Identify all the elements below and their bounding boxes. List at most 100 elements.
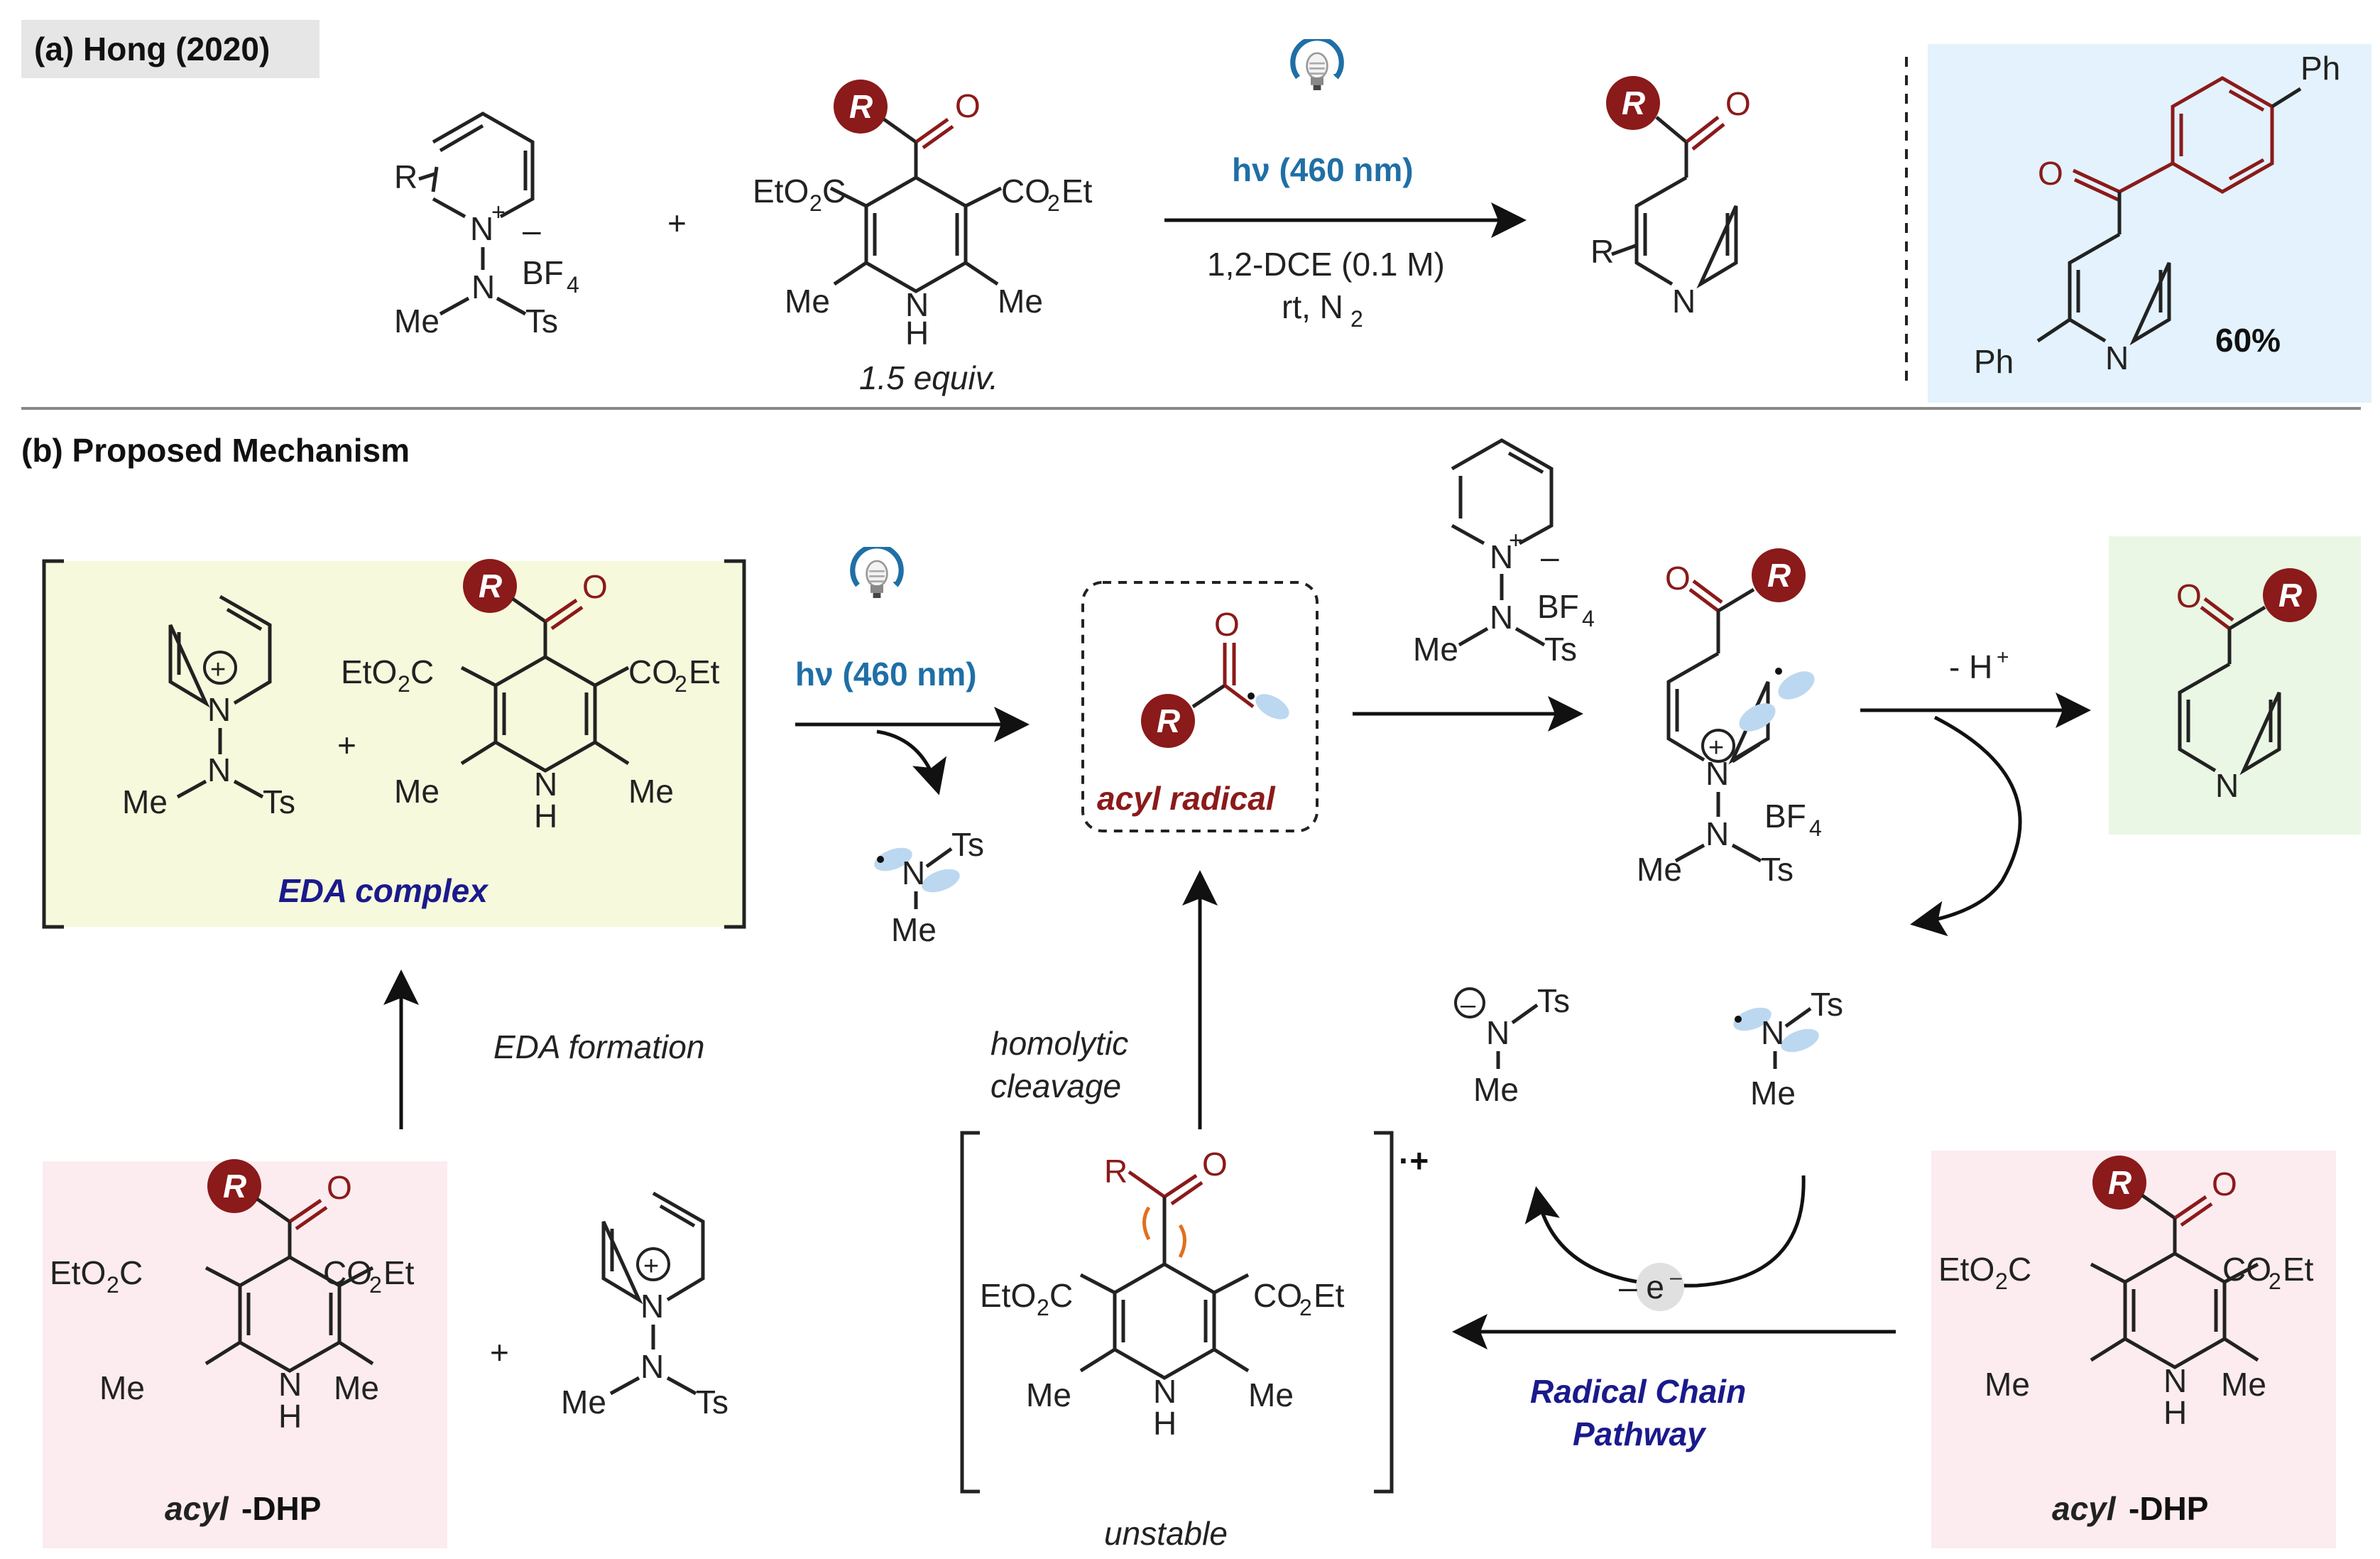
svg-text:Me: Me — [2221, 1366, 2266, 1403]
yield-label: 60% — [2215, 322, 2281, 359]
svg-text:R: R — [394, 158, 417, 195]
svg-text:EtO: EtO — [50, 1254, 106, 1291]
svg-text:Me: Me — [1750, 1075, 1796, 1112]
svg-text:N: N — [905, 286, 929, 323]
eda-complex-box — [43, 561, 746, 927]
svg-text:H: H — [1153, 1405, 1177, 1442]
svg-text:EtO: EtO — [980, 1277, 1036, 1314]
acyl-radical: R O — [1141, 606, 1289, 748]
svg-text:N: N — [2163, 1362, 2187, 1399]
svg-text:O: O — [2176, 577, 2202, 614]
svg-text:N: N — [902, 854, 925, 891]
svg-text:2: 2 — [1037, 1295, 1049, 1320]
acyl-dhp-box-right — [1931, 1151, 2336, 1548]
svg-text:N: N — [207, 751, 231, 788]
svg-text:acyl: acyl — [165, 1490, 229, 1527]
electron-badge — [1636, 1263, 1684, 1311]
svg-text:O: O — [2038, 155, 2063, 192]
svg-text:R: R — [2108, 1164, 2131, 1201]
svg-text:EtO: EtO — [341, 653, 397, 690]
svg-text:R: R — [1104, 1153, 1128, 1190]
svg-text:O: O — [1665, 560, 1691, 597]
svg-text:2: 2 — [1299, 1295, 1312, 1320]
svg-text:–: – — [523, 212, 541, 249]
eda-plus-sign: + — [337, 727, 356, 764]
svg-text:+: + — [210, 655, 226, 685]
svg-text:R: R — [1622, 85, 1645, 121]
eda-formation-label: EDA formation — [493, 1028, 704, 1065]
svg-text:BF: BF — [522, 254, 564, 291]
pyridinium-bottom: + N N Me Ts — [561, 1191, 728, 1421]
eda-pyridinium: + N N Me Ts — [122, 594, 295, 820]
svg-text:Ts: Ts — [1811, 986, 1843, 1023]
svg-text:Me: Me — [998, 283, 1043, 320]
svg-text:-DHP: -DHP — [241, 1490, 321, 1527]
panel-a-label-bg — [21, 20, 320, 78]
aminyl-radical-1: N Ts Me — [874, 826, 984, 948]
svg-text:N: N — [471, 268, 495, 305]
plus-sign-a: + — [667, 205, 687, 241]
chain-pathway-label-2: Pathway — [1573, 1416, 1707, 1452]
aminyl-radical-2: N Ts Me — [1733, 986, 1843, 1112]
svg-text:+: + — [1708, 733, 1724, 763]
svg-text:Me: Me — [785, 283, 830, 320]
svg-text:C: C — [1049, 1277, 1073, 1314]
svg-text:N: N — [1705, 755, 1729, 792]
svg-text:Et: Et — [2283, 1251, 2314, 1288]
n-aminopyridinium-salt: R N + – BF 4 N Me Ts — [394, 112, 579, 339]
svg-text:N: N — [207, 691, 231, 728]
svg-text:–: – — [1670, 1266, 1682, 1289]
svg-text:Ts: Ts — [1761, 851, 1794, 888]
svg-text:Me: Me — [1026, 1376, 1071, 1413]
svg-text:CO: CO — [323, 1254, 372, 1291]
svg-text:Ts: Ts — [1537, 982, 1570, 1019]
svg-text:BF: BF — [1537, 588, 1579, 625]
svg-text:Me: Me — [334, 1369, 379, 1406]
svg-text:Me: Me — [1413, 631, 1458, 668]
svg-text:O: O — [1202, 1146, 1228, 1183]
radical-cation-charge: ·+ — [1399, 1142, 1429, 1179]
light-condition: hν (460 nm) — [1232, 151, 1414, 188]
svg-text:–: – — [1461, 990, 1476, 1020]
svg-text:acyl: acyl — [2052, 1490, 2117, 1527]
svg-text:N: N — [2215, 767, 2239, 804]
svg-text:R: R — [1767, 557, 1791, 594]
svg-text:Et: Et — [383, 1254, 415, 1291]
svg-text:N: N — [1490, 599, 1513, 636]
svg-text:C: C — [822, 173, 846, 210]
svg-text:C: C — [119, 1254, 143, 1291]
svg-text:N: N — [640, 1348, 664, 1385]
final-acyl-pyridine: O R N — [2176, 568, 2317, 804]
svg-text:C: C — [2008, 1251, 2031, 1288]
svg-text:Ph: Ph — [1974, 343, 2014, 380]
svg-text:O: O — [582, 568, 608, 605]
acyl-dhp-box-left — [43, 1161, 447, 1548]
acyl-pyridine-product: R O N R — [1590, 76, 1751, 320]
svg-text:Me: Me — [1248, 1376, 1294, 1413]
svg-text:Me: Me — [891, 911, 937, 948]
svg-text:N: N — [534, 766, 557, 803]
svg-text:EtO: EtO — [753, 173, 809, 210]
svg-text:4: 4 — [1809, 815, 1822, 841]
chain-oxidation-arrow — [1524, 1175, 1806, 1288]
svg-text:Me: Me — [122, 783, 168, 820]
svg-text:R: R — [1590, 233, 1614, 270]
svg-text:O: O — [327, 1169, 352, 1206]
svg-text:2: 2 — [398, 671, 410, 697]
sulfonamide-anion: – N Ts Me — [1454, 982, 1570, 1108]
svg-text:H: H — [534, 798, 557, 835]
solvent-condition: 1,2-DCE (0.1 M) — [1207, 246, 1445, 283]
panel-a-label: (a) Hong (2020) — [34, 31, 270, 67]
svg-text:N: N — [1672, 283, 1696, 320]
svg-text:CO: CO — [628, 653, 677, 690]
acyl-radical-label: acyl radical — [1097, 780, 1276, 817]
example-product: Ph O N Ph 60% — [1974, 50, 2340, 380]
svg-text:R: R — [223, 1168, 246, 1205]
svg-text:Ts: Ts — [951, 826, 984, 863]
svg-text:Me: Me — [394, 773, 440, 810]
svg-text:2: 2 — [369, 1272, 382, 1298]
svg-text:O: O — [1214, 606, 1240, 643]
panel-a: (a) Hong (2020) R N + – BF 4 N Me Ts + R — [21, 20, 2371, 403]
svg-text:R: R — [2278, 577, 2302, 614]
